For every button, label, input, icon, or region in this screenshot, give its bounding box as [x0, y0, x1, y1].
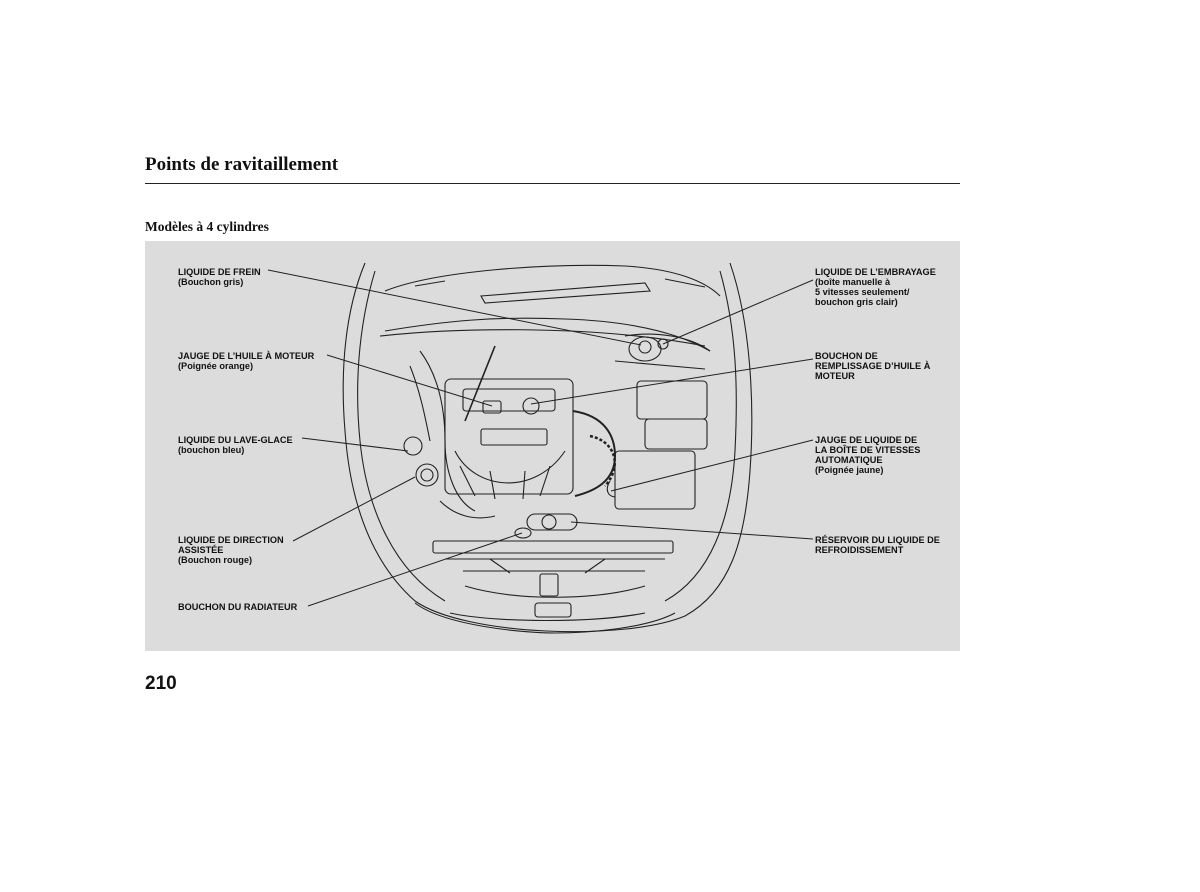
callout-coolant-reservoir-label-2: REFROIDISSEMENT	[815, 545, 904, 555]
callout-oil-filler-cap: BOUCHON DE REMPLISSAGE D’HUILE À MOTEUR	[815, 351, 930, 381]
page-number: 210	[145, 673, 177, 694]
title-rule	[145, 183, 960, 184]
callout-clutch-fluid-note-1: (boîte manuelle à	[815, 277, 891, 287]
callout-coolant-reservoir-label-1: RÉSERVOIR DU LIQUIDE DE	[815, 535, 940, 545]
callout-power-steering-label-1: LIQUIDE DE DIRECTION	[178, 535, 284, 545]
callout-washer-fluid-label: LIQUIDE DU LAVE-GLACE	[178, 435, 293, 445]
callout-power-steering: LIQUIDE DE DIRECTION ASSISTÉE (Bouchon r…	[178, 535, 284, 565]
leader-power-steering	[292, 476, 416, 542]
callout-clutch-fluid-note-3: bouchon gris clair)	[815, 297, 898, 307]
engine-bay-illustration	[267, 262, 814, 634]
callout-brake-fluid-note: (Bouchon gris)	[178, 277, 244, 287]
callout-oil-dipstick: JAUGE DE L’HUILE À MOTEUR (Poignée orang…	[178, 351, 314, 371]
callout-atf-dipstick: JAUGE DE LIQUIDE DE LA BOÎTE DE VITESSES…	[815, 435, 920, 475]
callout-oil-filler-cap-label-1: BOUCHON DE	[815, 351, 878, 361]
callout-atf-dipstick-label-2: LA BOÎTE DE VITESSES	[815, 445, 921, 455]
callout-brake-fluid-label: LIQUIDE DE FREIN	[178, 267, 261, 277]
callout-clutch-fluid: LIQUIDE DE L’EMBRAYAGE (boîte manuelle à…	[815, 267, 936, 307]
callout-oil-dipstick-note: (Poignée orange)	[178, 361, 254, 371]
callout-oil-dipstick-label: JAUGE DE L’HUILE À MOTEUR	[178, 351, 315, 361]
leader-oil-dipstick	[326, 354, 493, 407]
section-subtitle: Modèles à 4 cylindres	[145, 219, 269, 234]
leader-washer	[301, 437, 409, 452]
leader-brake	[267, 269, 642, 346]
callout-radiator-cap: BOUCHON DU RADIATEUR	[178, 602, 297, 612]
callout-clutch-fluid-note-2: 5 vitesses seulement/	[815, 287, 910, 297]
callout-power-steering-note: (Bouchon rouge)	[178, 555, 252, 565]
leader-oil-filler	[530, 358, 814, 405]
callout-coolant-reservoir: RÉSERVOIR DU LIQUIDE DE REFROIDISSEMENT	[815, 535, 940, 555]
callout-brake-fluid: LIQUIDE DE FREIN (Bouchon gris)	[178, 267, 261, 287]
callout-washer-fluid-note: (bouchon bleu)	[178, 445, 245, 455]
callout-oil-filler-cap-label-2: REMPLISSAGE D’HUILE À	[815, 361, 931, 371]
leader-coolant	[570, 521, 814, 540]
page-title: Points de ravitaillement	[145, 154, 339, 175]
callout-radiator-cap-label: BOUCHON DU RADIATEUR	[178, 602, 298, 612]
leader-atf	[610, 439, 814, 492]
callout-atf-dipstick-label-1: JAUGE DE LIQUIDE DE	[815, 435, 918, 445]
callout-atf-dipstick-label-3: AUTOMATIQUE	[815, 455, 883, 465]
callout-oil-filler-cap-label-3: MOTEUR	[815, 371, 855, 381]
callout-clutch-fluid-label: LIQUIDE DE L’EMBRAYAGE	[815, 267, 936, 277]
leader-radiator	[307, 532, 523, 607]
engine-diagram-panel: LIQUIDE DE FREIN (Bouchon gris) JAUGE DE…	[145, 241, 960, 651]
callout-washer-fluid: LIQUIDE DU LAVE-GLACE (bouchon bleu)	[178, 435, 293, 455]
callout-power-steering-label-2: ASSISTÉE	[178, 545, 224, 555]
callout-atf-dipstick-note: (Poignée jaune)	[815, 465, 884, 475]
leader-clutch	[662, 279, 814, 345]
